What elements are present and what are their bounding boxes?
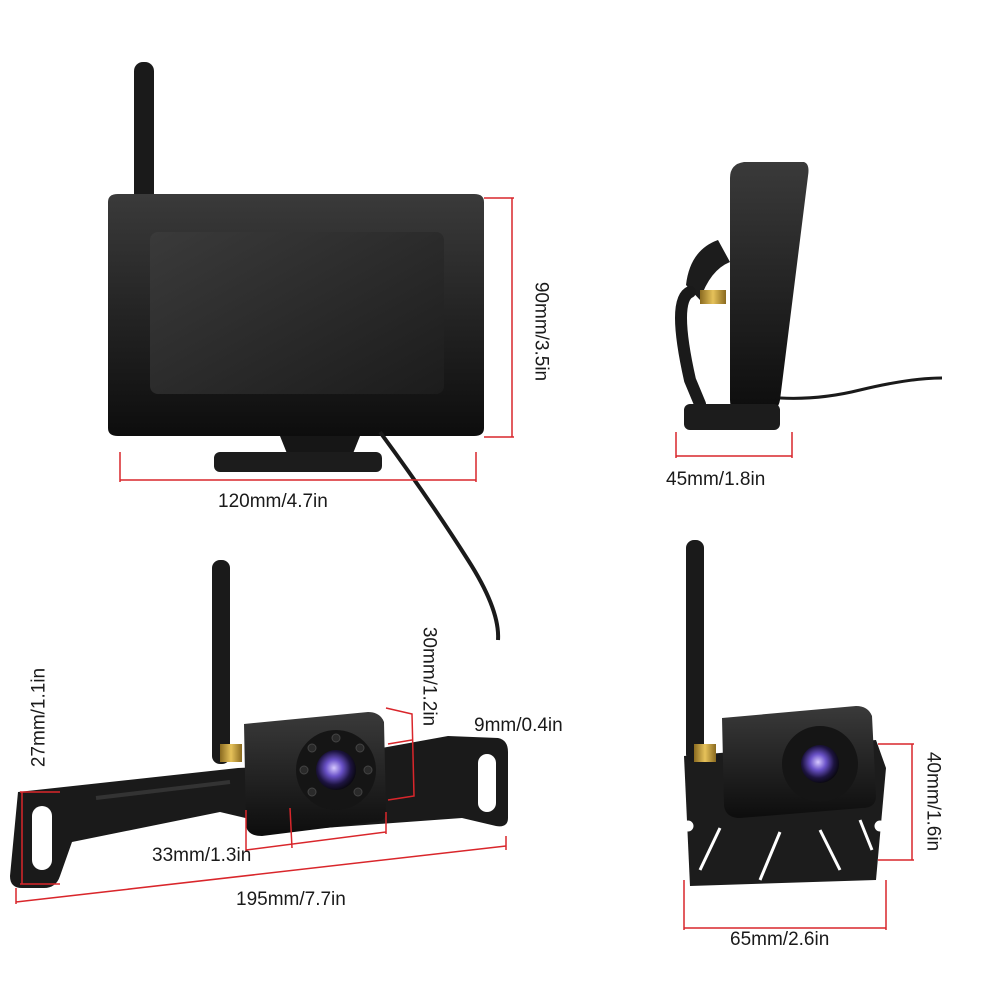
bracket-length-label: 195mm/7.7in [236,889,346,910]
antenna-connector-icon [220,744,242,762]
monitor-side-bracket [686,240,730,300]
camera-width-label: 33mm/1.3in [152,845,252,866]
camera-depth-label: 9mm/0.4in [474,715,563,736]
monitor-side-body [730,162,809,412]
monitor-stand-base [214,452,382,472]
monitor-cable [378,430,501,641]
monitor-depth-label: 45mm/1.8in [666,469,766,490]
monitor-front [108,62,501,641]
monitor-neck [280,436,360,456]
monitor-width-label: 120mm/4.7in [218,491,328,512]
bracket-height-label: 27mm/1.1in [28,667,50,768]
camera-long-bracket [10,560,508,888]
monitor-antenna [134,62,154,210]
monitor-screen [150,232,444,394]
camera-antenna [212,560,230,764]
plate-height-label: 40mm/1.6in [922,751,944,852]
ir-led-ring [299,733,373,797]
monitor-height-label: 90mm/3.5in [530,281,552,382]
camera-antenna [686,540,704,762]
camera-plate [682,540,886,886]
dimension-lines [15,197,914,930]
camera-lens-icon [801,745,839,783]
camera-lens-icon [316,750,356,790]
camera-height-label: 30mm/1.2in [418,626,440,727]
plate-width-label: 65mm/2.6in [730,929,830,950]
monitor-side [675,162,943,430]
antenna-connector-icon [694,744,716,762]
antenna-connector-icon [700,290,726,304]
monitor-side-base [684,404,780,430]
